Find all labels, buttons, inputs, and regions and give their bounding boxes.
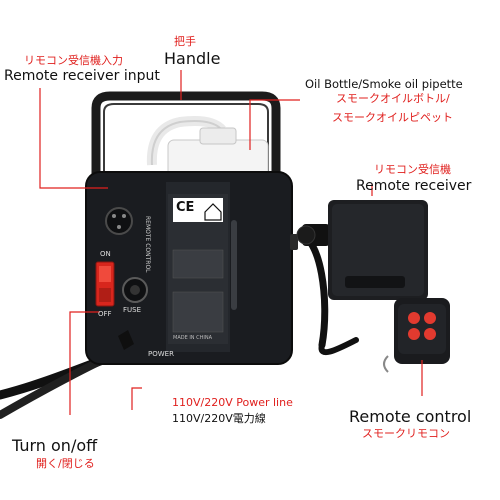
power-line-jp-label: 110V/220V電力線 <box>172 412 266 425</box>
made-in-label: MADE IN CHINA <box>173 335 213 341</box>
remote-input-jp-label: リモコン受信機入力 <box>24 54 123 67</box>
on-label: ON <box>100 250 111 258</box>
remote-input-en-label: Remote receiver input <box>4 68 160 84</box>
receiver-en-label: Remote receiver <box>356 178 472 194</box>
remote-control-silkscreen: REMOTE CONTROL <box>144 216 151 273</box>
oil-bottle-jp1-label: スモークオイルボトル/ <box>336 92 450 105</box>
remote-control-jp-label: スモークリモコン <box>362 427 450 440</box>
power-label: POWER <box>148 350 174 358</box>
power-switch-icon <box>95 261 115 307</box>
oil-bottle-en-label: Oil Bottle/Smoke oil pipette <box>305 77 463 91</box>
remote-receiver-box <box>328 200 428 300</box>
turn-onoff-en-label: Turn on/off <box>12 436 98 455</box>
off-label: OFF <box>98 310 112 318</box>
receiver-cable <box>296 224 359 356</box>
turn-onoff-jp-label: 開く/閉じる <box>36 457 95 470</box>
handle-en-label: Handle <box>164 49 221 68</box>
power-line-en-label: 110V/220V Power line <box>172 396 293 409</box>
callout-lines <box>39 70 423 415</box>
remote-fob-icon <box>383 298 450 373</box>
receiver-jp-label: リモコン受信機 <box>374 163 451 176</box>
handle-icon <box>91 91 281 180</box>
ce-mark: CE <box>176 200 195 215</box>
oil-bottle-icon <box>146 116 269 181</box>
machine-body <box>85 171 298 365</box>
remote-control-en-label: Remote control <box>349 407 472 426</box>
fuse-label: FUSE <box>123 306 142 314</box>
oil-bottle-jp2-label: スモークオイルピペット <box>332 111 453 124</box>
handle-jp-label: 把手 <box>174 35 196 48</box>
